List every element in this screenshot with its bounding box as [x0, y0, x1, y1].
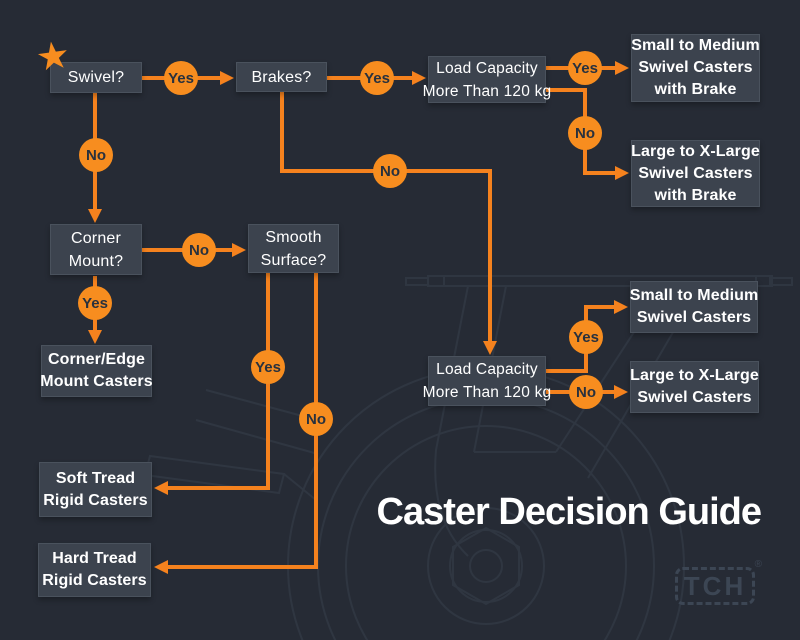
node-label-line: Hard Tread — [52, 550, 137, 567]
node-label-line: Corner/Edge — [47, 351, 146, 368]
node-label-line: with Brake — [654, 186, 737, 204]
node-label-line: Swivel Casters — [638, 164, 753, 182]
node-label-line: More Than 120 kg — [422, 82, 552, 100]
node-label-line: Large to X-Large — [631, 142, 760, 160]
node-load-capacity-bottom-question: Load Capacity More Than 120 kg — [423, 356, 551, 406]
yes-badge-swivel: Yes — [164, 61, 198, 95]
node-result-small-medium: Small to Medium Swivel Casters — [630, 281, 758, 333]
node-result-hard-tread: Hard Tread Rigid Casters — [38, 543, 151, 597]
node-label-line: Mount? — [68, 252, 124, 270]
node-label-line: Surface? — [260, 251, 327, 269]
node-result-small-medium-brake: Small to Medium Swivel Casters with Brak… — [631, 34, 760, 102]
yes-badge-load-top: Yes — [568, 51, 602, 85]
node-label-line: Rigid Casters — [43, 491, 148, 509]
node-load-capacity-top-question: Load Capacity More Than 120 kg — [423, 56, 551, 103]
node-label-line: Small to Medium — [629, 287, 759, 304]
node-label-line: More Than 120 kg — [422, 384, 552, 401]
no-badge-swivel: No — [79, 138, 113, 172]
node-result-large-xlarge-brake: Large to X-Large Swivel Casters with Bra… — [631, 140, 760, 207]
node-label: Brakes? — [251, 68, 312, 86]
node-result-soft-tread: Soft Tread Rigid Casters — [39, 462, 152, 517]
no-badge-load-bottom: No — [569, 375, 603, 409]
node-label-line: Load Capacity — [436, 59, 538, 77]
yes-badge-corner-mount: Yes — [78, 286, 112, 320]
node-label-line: Load Capacity — [436, 361, 538, 378]
registered-trademark-icon: ® — [754, 559, 762, 570]
node-label-line: Swivel Casters — [636, 309, 752, 326]
yes-badge-brakes: Yes — [360, 61, 394, 95]
node-smooth-surface-question: Smooth Surface? — [248, 224, 339, 273]
node-label-line: Swivel Casters — [638, 59, 753, 76]
no-badge-load-top: No — [568, 116, 602, 150]
node-label-line: Large to X-Large — [630, 367, 759, 384]
node-result-large-xlarge: Large to X-Large Swivel Casters — [630, 361, 759, 413]
node-label-line: Soft Tread — [55, 469, 136, 487]
node-label-line: Corner — [70, 229, 122, 247]
brand-logo: TCH ® — [675, 559, 762, 605]
page-title: Caster Decision Guide — [376, 491, 762, 533]
node-result-corner-edge: Corner/Edge Mount Casters — [40, 345, 153, 397]
node-brakes-question: Brakes? — [236, 62, 327, 92]
node-label: Swivel? — [67, 69, 125, 86]
node-label-line: Smooth — [265, 228, 322, 246]
brand-logo-text: TCH — [683, 570, 747, 601]
node-label-line: Mount Casters — [40, 373, 153, 390]
node-label-line: with Brake — [654, 81, 737, 98]
no-badge-corner-mount: No — [182, 233, 216, 267]
no-badge-smooth: No — [299, 402, 333, 436]
node-label-line: Rigid Casters — [42, 572, 147, 589]
no-badge-brakes: No — [373, 154, 407, 188]
node-label-line: Small to Medium — [631, 37, 760, 54]
start-star-icon: ★ — [33, 33, 73, 81]
node-swivel-question: Swivel? — [50, 62, 142, 93]
node-label-line: Swivel Casters — [637, 389, 752, 406]
yes-badge-smooth: Yes — [251, 350, 285, 384]
node-corner-mount-question: Corner Mount? — [50, 224, 142, 275]
yes-badge-load-bottom: Yes — [569, 320, 603, 354]
